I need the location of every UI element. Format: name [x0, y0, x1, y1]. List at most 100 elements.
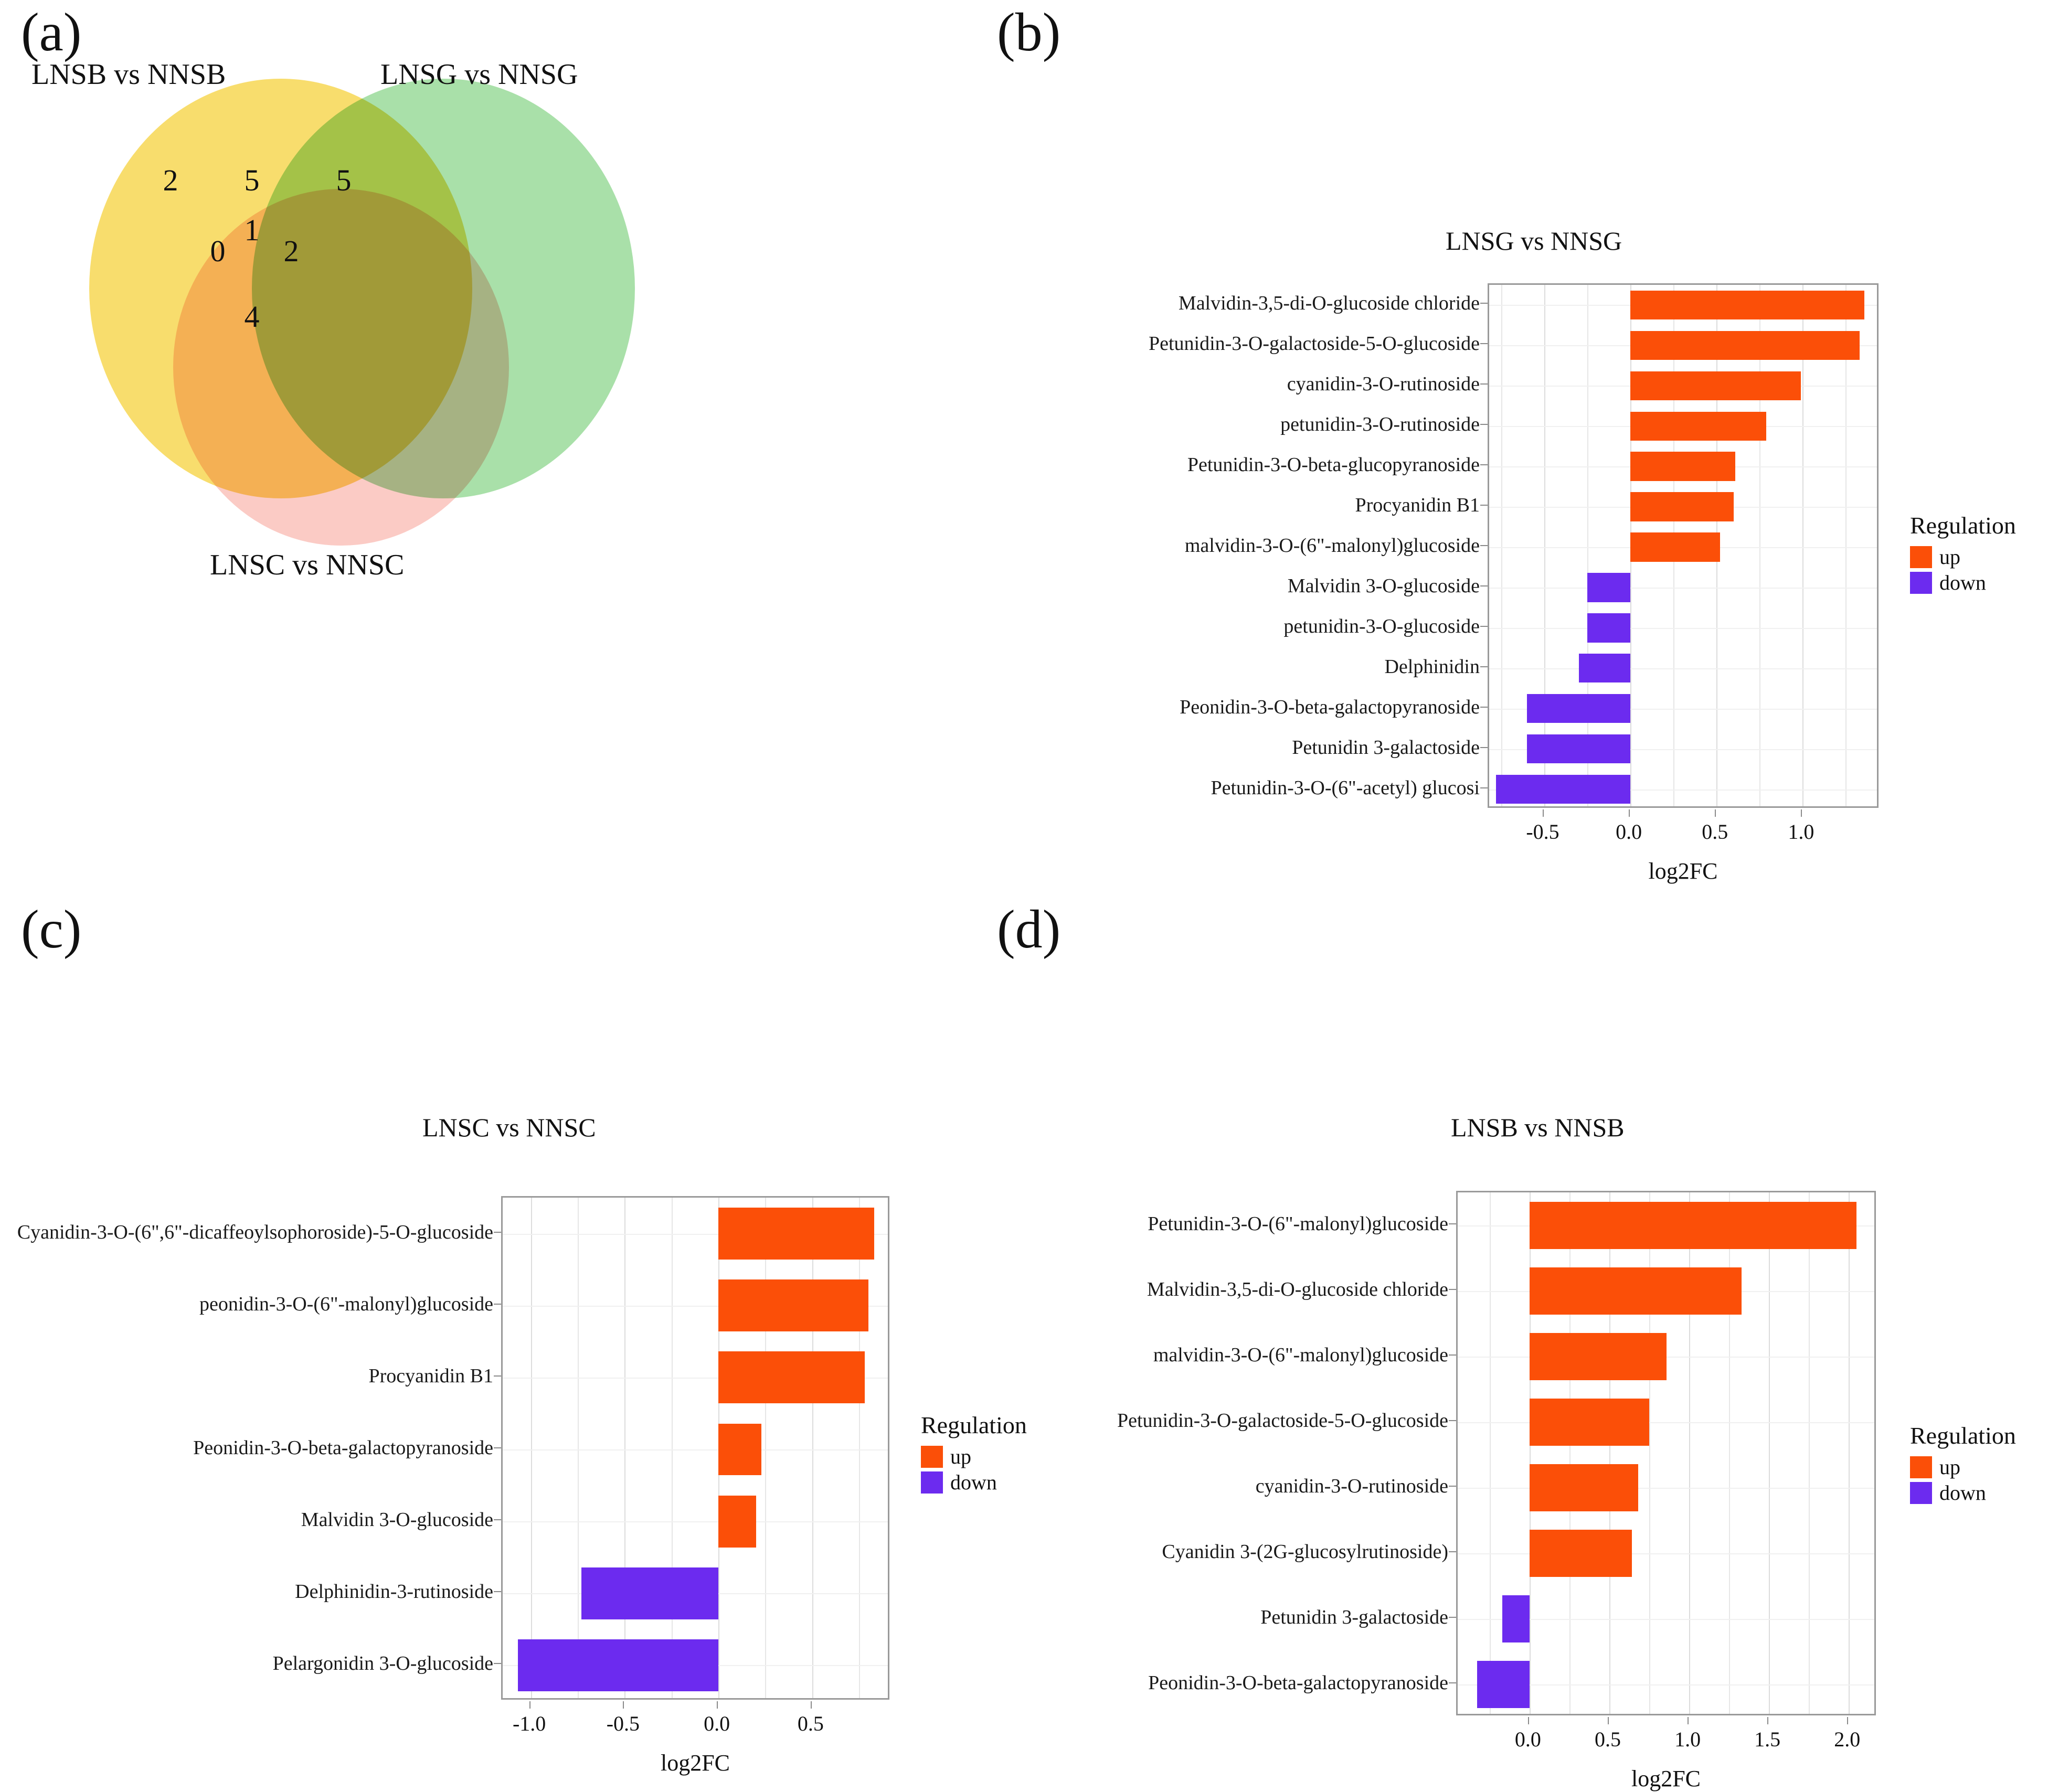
bar-up — [1630, 532, 1720, 562]
y-axis-tick — [1449, 1223, 1456, 1224]
y-axis-label: cyanidin-3-O-rutinoside — [1287, 373, 1480, 396]
y-axis-label: Petunidin 3-galactoside — [1292, 736, 1480, 759]
gridline-horizontal — [1489, 708, 1877, 710]
bar-up — [1630, 492, 1734, 521]
y-axis-tick — [1480, 505, 1488, 506]
gridline-horizontal — [1458, 1618, 1874, 1620]
plot-area-d — [1456, 1191, 1876, 1715]
x-axis-tick-label: 1.0 — [1788, 820, 1814, 844]
x-axis-tick-label: -1.0 — [512, 1712, 546, 1735]
gridline-vertical — [1489, 1192, 1491, 1714]
bar-up — [718, 1279, 869, 1332]
gridline-vertical — [1729, 1192, 1731, 1714]
legend-swatch-down — [1910, 1481, 1932, 1504]
gridline-horizontal — [1489, 789, 1877, 791]
bar-up — [1529, 1332, 1667, 1380]
bar-down — [1477, 1660, 1530, 1708]
x-axis-tick — [810, 1701, 812, 1709]
legend-item-up[interactable]: up — [921, 1444, 1027, 1469]
gridline-vertical — [1769, 1192, 1770, 1714]
y-axis-tick — [1449, 1354, 1456, 1356]
x-axis-tick-label: 0.0 — [1616, 820, 1642, 844]
bar-up — [718, 1423, 762, 1476]
legend-item-down[interactable]: down — [1910, 1480, 2016, 1505]
y-axis-tick — [1480, 625, 1488, 627]
y-axis-tick — [1480, 585, 1488, 586]
x-axis-tick — [1629, 809, 1630, 817]
gridline-horizontal — [1458, 1487, 1874, 1489]
gridline-vertical — [1569, 1192, 1571, 1714]
y-axis-label: Petunidin 3-galactoside — [1260, 1606, 1448, 1628]
venn-count-green-pink: 2 — [283, 234, 299, 268]
bar-up — [1630, 452, 1736, 481]
y-axis-tick — [494, 1375, 501, 1377]
x-axis-tick — [1607, 1717, 1609, 1724]
x-axis-tick-label: -0.5 — [606, 1712, 640, 1735]
legend-item-down[interactable]: down — [1910, 570, 2016, 595]
y-axis-tick — [1480, 343, 1488, 345]
x-axis-tick — [1767, 1717, 1769, 1724]
venn-count-green-only: 5 — [336, 163, 352, 197]
y-axis-label: malvidin-3-O-(6"-malonyl)glucoside — [1153, 1343, 1448, 1366]
legend-item-up[interactable]: up — [1910, 1455, 2016, 1479]
gridline-horizontal — [503, 1377, 888, 1379]
y-axis-label: Malvidin 3-O-glucoside — [1287, 574, 1480, 597]
bar-down — [517, 1639, 719, 1691]
panel-letter-d: (d) — [997, 899, 1061, 959]
venn-circle-lnsc — [173, 189, 509, 546]
legend-swatch-up — [1910, 546, 1932, 568]
legend-label-down: down — [1939, 571, 1986, 594]
gridline-vertical — [1759, 285, 1761, 806]
legend-label-up: up — [1939, 545, 1960, 569]
bar-down — [1578, 654, 1631, 683]
bar-up — [1529, 1201, 1857, 1249]
y-axis-label: Pelargonidin 3-O-glucoside — [272, 1652, 493, 1675]
x-axis-tick-label: 1.0 — [1674, 1727, 1701, 1751]
venn-count-center: 1 — [244, 213, 260, 247]
y-axis-tick — [494, 1519, 501, 1521]
bar-up — [1630, 290, 1865, 320]
gridline-horizontal — [1489, 668, 1877, 669]
y-axis-label: petunidin-3-O-glucoside — [1283, 615, 1480, 637]
gridline-vertical — [812, 1198, 813, 1698]
panel-c-barchart: (c) LNSC vs NNSC Cyanidin-3-O-(6",6"-dic… — [0, 892, 1027, 1786]
y-axis-label: Malvidin-3,5-di-O-glucoside chloride — [1147, 1278, 1448, 1300]
gridline-vertical — [1649, 1192, 1651, 1714]
y-axis-label: Procyanidin B1 — [1355, 494, 1480, 517]
gridline-vertical — [1689, 1192, 1691, 1714]
gridline-horizontal — [1458, 1553, 1874, 1554]
bar-up — [1630, 411, 1767, 441]
y-axis-label: Petunidin-3-O-(6"-acetyl) glucosi — [1211, 776, 1480, 799]
legend-item-up[interactable]: up — [1910, 545, 2016, 569]
y-axis-tick — [1480, 424, 1488, 425]
x-axis-tick-label: 2.0 — [1834, 1727, 1861, 1751]
y-axis-label: Petunidin-3-O-galactoside-5-O-glucoside — [1117, 1409, 1448, 1432]
legend-item-down[interactable]: down — [921, 1470, 1027, 1495]
plot-area-b — [1488, 283, 1879, 808]
gridline-horizontal — [1458, 1422, 1874, 1423]
bar-down — [1502, 1595, 1530, 1642]
gridline-vertical — [1501, 285, 1502, 806]
x-axis-tick — [1527, 1717, 1529, 1724]
venn-label-lnsg: LNSG vs NNSG — [380, 58, 578, 91]
panel-b-barchart: (b) LNSG vs NNSG Malvidin-3,5-di-O-gluco… — [997, 0, 2048, 892]
legend-title: Regulation — [1910, 1422, 2016, 1449]
legend-label-down: down — [1939, 1481, 1986, 1505]
x-axis-tick — [1801, 809, 1802, 817]
venn-label-lnsc: LNSC vs NNSC — [210, 549, 405, 581]
y-axis-tick — [494, 1231, 501, 1233]
gridline-vertical — [1609, 1192, 1610, 1714]
x-axis-tick — [717, 1701, 718, 1709]
y-axis-tick — [1449, 1616, 1456, 1618]
x-axis-title: log2FC — [1631, 1766, 1701, 1791]
panel-a-venn: (a) LNSB vs NNSB LNSG vs NNSG LNSC vs NN… — [0, 0, 997, 892]
gridline-horizontal — [1489, 627, 1877, 629]
y-axis-label: Delphinidin — [1384, 655, 1480, 678]
legend-title: Regulation — [1910, 512, 2016, 539]
bar-up — [1529, 1464, 1638, 1511]
y-axis-label: peonidin-3-O-(6"-malonyl)glucoside — [199, 1293, 493, 1315]
y-axis-label: cyanidin-3-O-rutinoside — [1255, 1475, 1448, 1497]
x-axis-tick — [623, 1701, 624, 1709]
